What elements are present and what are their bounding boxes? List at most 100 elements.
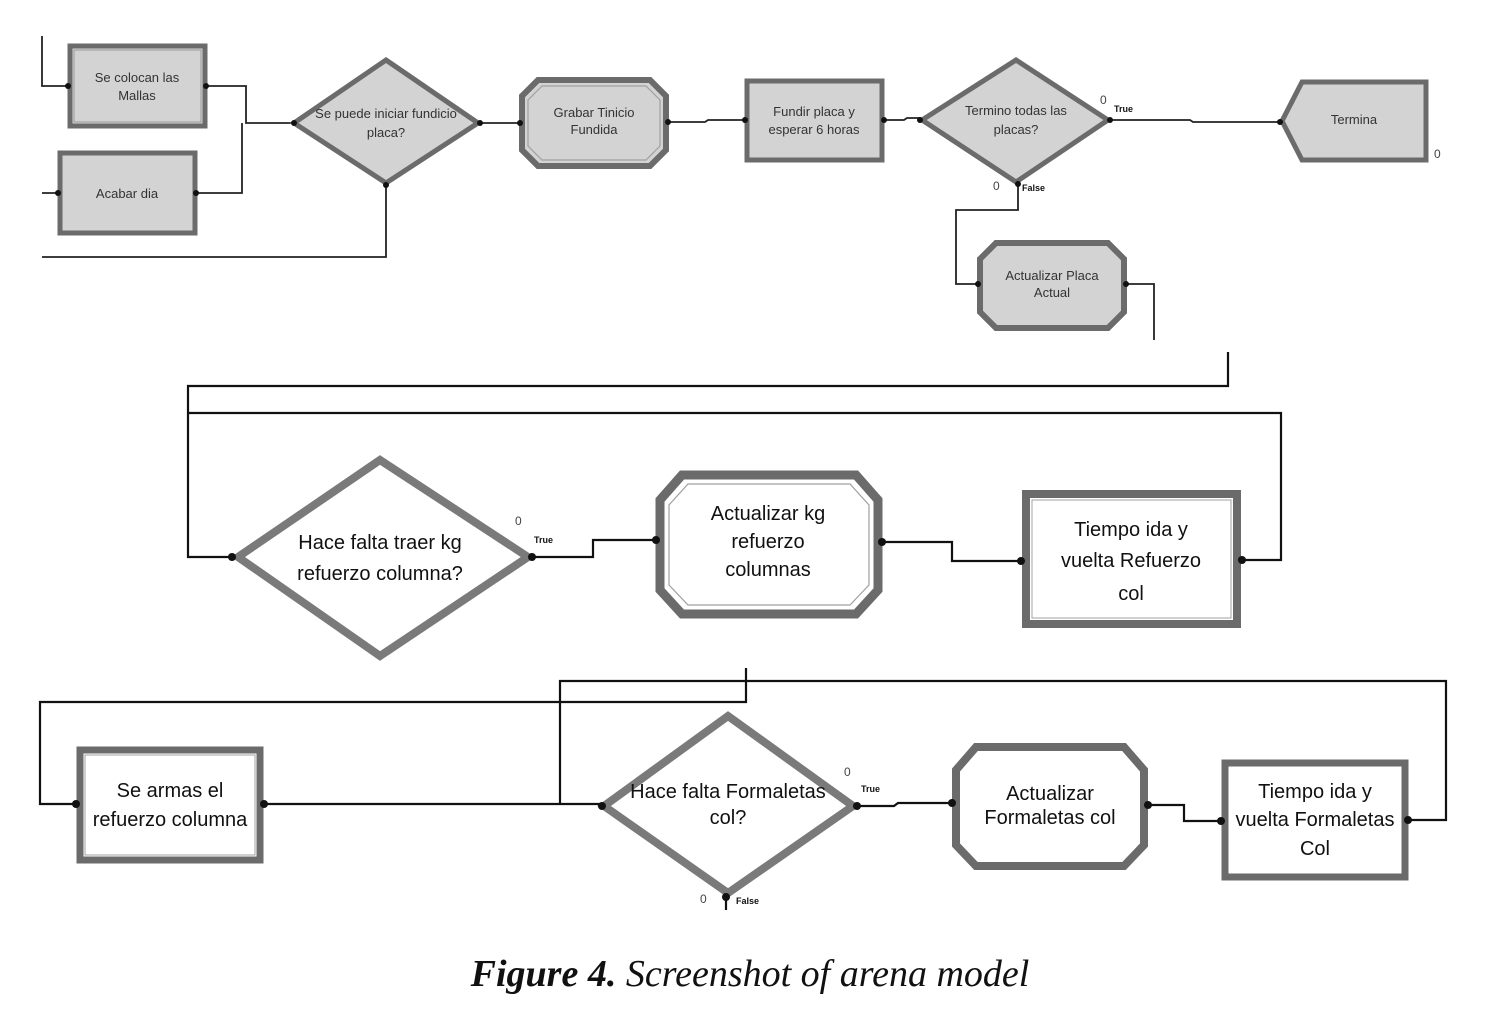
- module-label: refuerzo columna: [93, 809, 248, 831]
- module-label: Se colocan las: [95, 70, 180, 85]
- module-hace-falta-formaletas-decide[interactable]: Hace falta Formaletas col? 0 True 0 Fals…: [597, 711, 880, 906]
- caption-text: Screenshot of arena model: [625, 953, 1030, 995]
- connector-termino-false-to-actualizar-placa[interactable]: [955, 182, 1019, 285]
- module-label: col: [1118, 583, 1144, 605]
- module-se-armas-refuerzo[interactable]: Se armas el refuerzo columna: [76, 746, 264, 864]
- exit-point: [881, 117, 887, 123]
- exit-point: [853, 802, 861, 810]
- dispose-count: 0: [1434, 147, 1441, 161]
- connector-into-se-colocan[interactable]: [41, 36, 70, 87]
- exit-point: [383, 182, 389, 188]
- true-label: True: [534, 535, 553, 545]
- connector-grabar-to-fundir[interactable]: [666, 119, 745, 123]
- connector-actualizar-kg-to-tiempo[interactable]: [880, 540, 1022, 563]
- module-acabar-dia[interactable]: Acabar dia: [57, 150, 198, 236]
- connector-fundir-to-termino[interactable]: [882, 117, 921, 121]
- connector-bottom-loop-right[interactable]: [558, 679, 1448, 822]
- module-actualizar-formaletas[interactable]: Actualizar Formaletas col: [952, 743, 1148, 870]
- module-label: columnas: [725, 559, 811, 581]
- exit-point: [1238, 556, 1246, 564]
- false-label: False: [736, 896, 759, 906]
- module-label: refuerzo: [731, 531, 804, 553]
- module-fundir-placa[interactable]: Fundir placa y esperar 6 horas: [744, 78, 885, 163]
- exit-point: [203, 83, 209, 89]
- connector-decide-false-loop[interactable]: [42, 183, 387, 258]
- module-label: Se armas el: [117, 780, 224, 802]
- false-count: 0: [993, 179, 1000, 193]
- connector-kg-true-to-actualizar[interactable]: [530, 538, 657, 559]
- module-label: Hace falta traer kg: [298, 532, 461, 554]
- connector-bottom-loop-left[interactable]: [38, 668, 748, 806]
- entry-point: [517, 120, 523, 126]
- module-se-puede-iniciar-decide[interactable]: Se puede iniciar fundicio placa?: [289, 56, 483, 186]
- exit-point: [878, 538, 886, 546]
- true-label: True: [861, 784, 880, 794]
- connector-loop-upper[interactable]: [186, 352, 1230, 559]
- connectors-bottom: [38, 668, 1448, 910]
- connector-se-colocan-to-decide[interactable]: [205, 85, 294, 124]
- arena-model-diagram: Se colocan las Mallas Acabar dia Se pued…: [38, 36, 1448, 910]
- module-label: Hace falta Formaletas: [630, 781, 826, 803]
- module-label: refuerzo columna?: [297, 563, 463, 585]
- figure-caption: Figure 4. Screenshot of arena model: [0, 952, 1500, 996]
- false-label: False: [1022, 183, 1045, 193]
- connectors-middle: [186, 352, 1283, 563]
- connectors-top: [41, 36, 1282, 340]
- module-label: Actual: [1034, 285, 1070, 300]
- module-tiempo-formaletas[interactable]: Tiempo ida y vuelta Formaletas Col: [1221, 759, 1409, 881]
- exit-point: [528, 553, 536, 561]
- caption-label: Figure 4.: [470, 953, 617, 995]
- connector-actualizar-form-to-tiempo[interactable]: [1146, 803, 1222, 823]
- module-label: Mallas: [118, 88, 156, 103]
- true-count: 0: [1100, 93, 1107, 107]
- module-label: Fundida: [571, 122, 619, 137]
- connector-acabar-dia-to-decide[interactable]: [195, 123, 243, 194]
- module-label: Acabar dia: [96, 186, 159, 201]
- module-label: Actualizar: [1006, 783, 1094, 805]
- module-hace-falta-kg-decide[interactable]: Hace falta traer kg refuerzo columna? 0 …: [230, 455, 553, 661]
- exit-point: [477, 120, 483, 126]
- connector-actualizar-placa-out[interactable]: [1124, 283, 1155, 340]
- connection-points: [55, 83, 1412, 901]
- entry-point: [72, 800, 80, 808]
- module-label: placa?: [367, 125, 405, 140]
- entry-point: [1017, 557, 1025, 565]
- entry-point: [65, 83, 71, 89]
- module-label: placas?: [994, 122, 1039, 137]
- module-label: esperar 6 horas: [768, 122, 860, 137]
- module-label: vuelta Refuerzo: [1061, 550, 1201, 572]
- module-label: Actualizar Placa: [1005, 268, 1099, 283]
- connector-formaletas-true-to-actualizar[interactable]: [855, 801, 954, 808]
- module-grabar-tinicio[interactable]: Grabar Tinicio Fundida: [519, 77, 669, 169]
- entry-point: [228, 553, 236, 561]
- module-label: Fundir placa y: [773, 104, 855, 119]
- entry-point: [1217, 817, 1225, 825]
- false-count: 0: [700, 892, 707, 906]
- module-tiempo-refuerzo[interactable]: Tiempo ida y vuelta Refuerzo col: [1022, 490, 1241, 628]
- module-label: Formaletas col: [984, 807, 1115, 829]
- true-count: 0: [515, 514, 522, 528]
- entry-point: [917, 117, 923, 123]
- module-label: Termino todas las: [965, 103, 1067, 118]
- module-label: Col: [1300, 838, 1330, 860]
- module-se-colocan-mallas[interactable]: Se colocan las Mallas: [67, 43, 208, 129]
- module-termina-dispose[interactable]: Termina 0: [1279, 79, 1441, 163]
- module-actualizar-kg[interactable]: Actualizar kg refuerzo columnas: [655, 470, 883, 619]
- connector-loop-return[interactable]: [188, 411, 1283, 562]
- exit-point: [1107, 117, 1113, 123]
- entry-point: [291, 120, 297, 126]
- module-actualizar-placa[interactable]: Actualizar Placa Actual: [977, 240, 1127, 331]
- true-count: 0: [844, 765, 851, 779]
- exit-point: [1123, 281, 1129, 287]
- connector-termino-true-to-termina[interactable]: [1110, 119, 1282, 123]
- exit-point: [260, 800, 268, 808]
- module-label: Tiempo ida y: [1258, 781, 1372, 803]
- entry-point: [742, 117, 748, 123]
- module-label: vuelta Formaletas: [1236, 809, 1395, 831]
- entry-point: [652, 536, 660, 544]
- exit-point: [1404, 816, 1412, 824]
- module-label: col?: [710, 807, 747, 829]
- true-label: True: [1114, 104, 1133, 114]
- module-termino-placas-decide[interactable]: Termino todas las placas? 0 True 0 False: [917, 57, 1133, 193]
- entry-point: [948, 799, 956, 807]
